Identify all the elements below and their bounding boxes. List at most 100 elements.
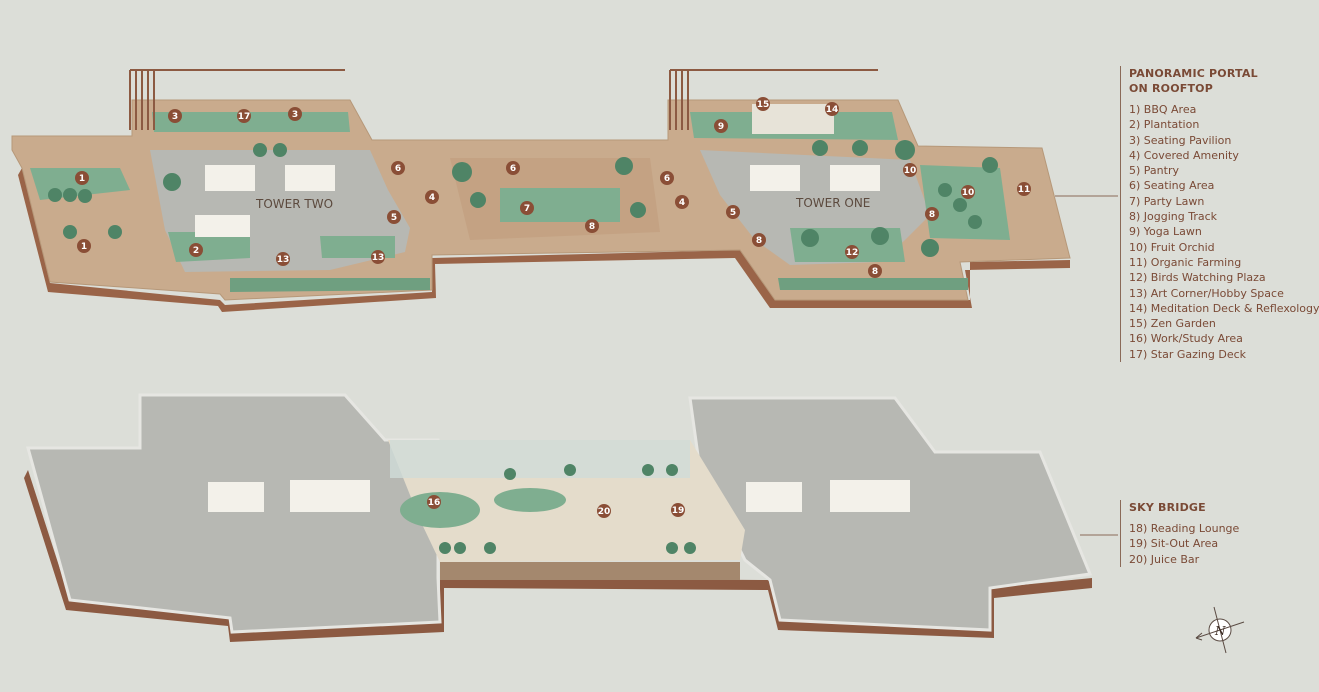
marker-badge <box>520 201 534 215</box>
legend-rooftop-item: 1) BBQ Area <box>1129 103 1197 116</box>
marker-badge <box>868 264 882 278</box>
marker-number: 4 <box>429 193 435 203</box>
compass-icon: N <box>1195 606 1245 654</box>
amenity-marker: 5 <box>387 210 401 224</box>
legend-rooftop-item: 16) Work/Study Area <box>1129 332 1243 346</box>
skybridge-glass <box>390 440 690 478</box>
marker-badge <box>168 109 182 123</box>
juice-bar-lawn <box>400 492 480 528</box>
amenity-marker: 4 <box>425 190 439 204</box>
railings <box>129 69 878 130</box>
amenity-marker: 1 <box>77 239 91 253</box>
amenity-marker: 6 <box>506 161 520 175</box>
legend-rooftop-item: 9) Yoga Lawn <box>1129 225 1202 239</box>
marker-number: 1 <box>79 174 85 184</box>
marker-number: 3 <box>292 110 298 120</box>
legend-rooftop-item: 2) Plantation <box>1129 118 1200 132</box>
marker-number: 10 <box>904 166 917 176</box>
legend-rooftop-item: 8) Jogging Track <box>1129 210 1218 224</box>
amenity-marker: 6 <box>660 171 674 185</box>
skylight <box>205 165 255 191</box>
legend-rooftop-item: 17) Star Gazing Deck <box>1129 347 1247 361</box>
legend-rooftop-item: 10) Fruit Orchid <box>1129 240 1215 254</box>
marker-badge <box>427 495 441 509</box>
amenity-marker: 3 <box>288 107 302 121</box>
marker-badge <box>77 239 91 253</box>
marker-number: 13 <box>277 255 290 265</box>
marker-badge <box>276 252 290 266</box>
marker-number: 16 <box>428 498 441 508</box>
marker-badge <box>756 97 770 111</box>
marker-badge <box>237 109 251 123</box>
skylight <box>290 480 370 512</box>
amenity-marker: 16 <box>427 495 441 509</box>
marker-badge <box>925 207 939 221</box>
marker-badge <box>387 210 401 224</box>
skylight <box>208 482 264 512</box>
lawn-tt-bottom <box>230 278 430 292</box>
lawn-to-bottom <box>778 278 968 290</box>
marker-badge <box>75 171 89 185</box>
marker-number: 1 <box>81 242 87 252</box>
marker-number: 6 <box>395 164 401 174</box>
marker-number: 12 <box>846 248 859 258</box>
marker-number: 5 <box>730 208 736 218</box>
amenity-marker: 20 <box>597 504 611 518</box>
marker-number: 8 <box>872 267 878 277</box>
marker-number: 20 <box>598 507 611 517</box>
marker-number: 7 <box>524 204 530 214</box>
skylight <box>750 165 800 191</box>
marker-number: 9 <box>718 122 724 132</box>
marker-number: 10 <box>962 188 975 198</box>
skybridge-bottom <box>440 562 740 580</box>
tower-two-label: TOWER TWO <box>255 197 333 211</box>
marker-number: 15 <box>757 100 770 110</box>
legend-rooftop-item: 6) Seating Area <box>1129 179 1215 193</box>
legend-skybridge-item: 19) Sit-Out Area <box>1129 537 1219 551</box>
marker-badge <box>961 185 975 199</box>
legend-skybridge-item: 18) Reading Lounge <box>1129 522 1240 535</box>
skylight <box>746 482 802 512</box>
marker-badge <box>845 245 859 259</box>
marker-badge <box>714 119 728 133</box>
amenity-marker: 8 <box>925 207 939 221</box>
legend-rooftop-item: 11) Organic Farming <box>1129 255 1242 269</box>
marker-badge <box>506 161 520 175</box>
amenity-marker: 10 <box>961 185 975 199</box>
skylight <box>195 215 250 237</box>
marker-badge <box>391 161 405 175</box>
marker-badge <box>1017 182 1031 196</box>
legend-rooftop-item: 15) Zen Garden <box>1129 317 1216 331</box>
marker-badge <box>752 233 766 247</box>
marker-badge <box>371 250 385 264</box>
marker-number: 8 <box>929 210 935 220</box>
marker-badge <box>425 190 439 204</box>
marker-badge <box>597 504 611 518</box>
marker-number: 13 <box>372 253 385 263</box>
amenity-marker: 13 <box>371 250 385 264</box>
amenity-marker: 11 <box>1017 182 1031 196</box>
amenity-marker: 8 <box>752 233 766 247</box>
amenity-marker: 8 <box>585 219 599 233</box>
amenity-marker: 7 <box>520 201 534 215</box>
amenity-marker: 15 <box>756 97 770 111</box>
marker-number: 8 <box>756 236 762 246</box>
lawn-tt-1 <box>168 232 250 262</box>
marker-number: 6 <box>664 174 670 184</box>
marker-badge <box>660 171 674 185</box>
amenity-marker: 19 <box>671 503 685 517</box>
skybridge-deck-left <box>26 393 442 634</box>
amenity-marker: 10 <box>903 163 917 177</box>
marker-number: 19 <box>672 506 685 516</box>
amenity-marker: 3 <box>168 109 182 123</box>
amenity-marker: 2 <box>189 243 203 257</box>
sky-bridge-plan <box>24 393 1093 642</box>
legend-rooftop-item: 7) Party Lawn <box>1129 194 1205 208</box>
sit-out-lawn <box>494 488 566 512</box>
marker-number: 14 <box>826 105 839 115</box>
